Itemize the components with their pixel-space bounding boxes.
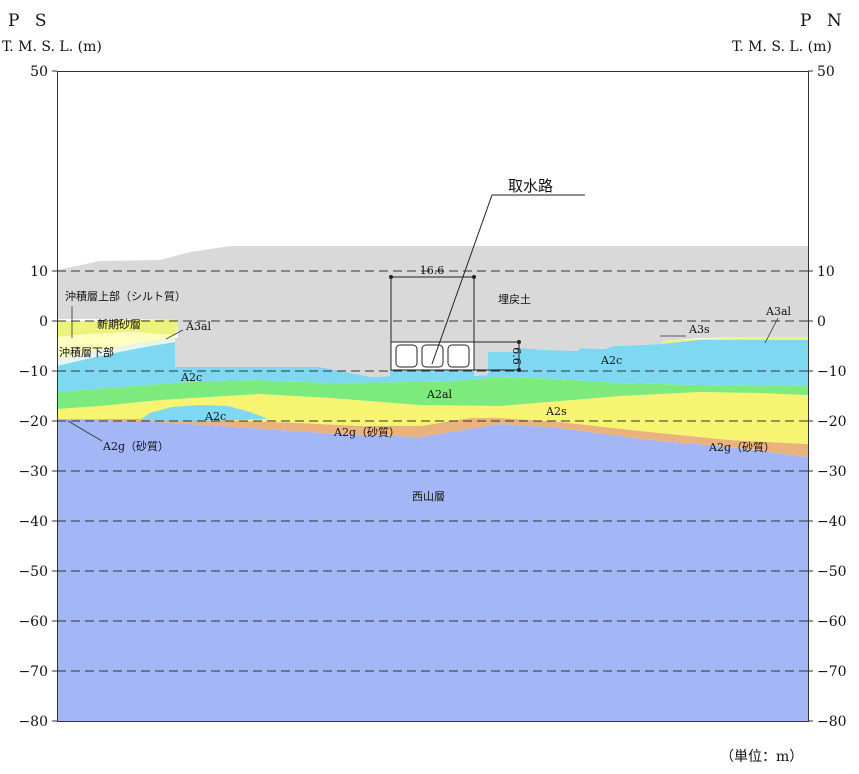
- left-tick-label: −40: [18, 514, 48, 530]
- intake-structure: 16.6 6.6 取水路: [389, 177, 585, 372]
- left-tick-label: −10: [18, 364, 48, 380]
- dimension-dot: [517, 340, 521, 344]
- structure-name-label: 取水路: [508, 177, 553, 195]
- culvert-cell: [421, 344, 444, 368]
- culvert-cell: [395, 344, 418, 368]
- a2g-left-label: A2g（砂質）: [102, 439, 169, 453]
- a2s-layer: [57, 392, 808, 444]
- height-dimension-label: 6.6: [510, 347, 523, 365]
- a3al-right-leader: [764, 317, 779, 344]
- right-tick-label: 0: [817, 314, 826, 330]
- a2c-right-label: A2c: [600, 354, 622, 367]
- left-tick-label: −50: [18, 564, 48, 580]
- nishiyama-label: 西山層: [412, 490, 445, 503]
- alluvium-lower-label: 沖積層下部: [59, 345, 114, 359]
- a2al-layer: [57, 377, 808, 409]
- right-tick-label: 10: [817, 264, 835, 280]
- a2g-right-label: A2g（砂質）: [708, 440, 775, 454]
- a2al-label: A2al: [426, 388, 453, 401]
- unit-note: （単位：m）: [720, 749, 803, 765]
- structure-leader-line: [431, 194, 585, 365]
- right-section-label: P N: [800, 11, 847, 31]
- left-axis-unit: T. M. S. L. (m): [2, 39, 102, 55]
- right-tick-label: 50: [817, 64, 835, 80]
- width-dimension-label: 16.6: [420, 264, 445, 277]
- fill-soil-layer: [57, 246, 808, 377]
- right-tick-label: −80: [817, 714, 847, 730]
- a3s-layer: [662, 337, 808, 344]
- left-tick-label: −20: [18, 414, 48, 430]
- alluvium-upper-label: 沖積層上部（シルト質）: [65, 289, 186, 303]
- left-tick-label: −60: [18, 614, 48, 630]
- left-tick-label: −30: [18, 464, 48, 480]
- left-tick-label: 50: [30, 64, 48, 80]
- left-section-label: P S: [8, 11, 52, 31]
- a2c-lens: [140, 405, 268, 421]
- right-tick-label: −70: [817, 664, 847, 680]
- a3al-left-leader: [165, 329, 184, 340]
- new-sand-label: 新期砂層: [97, 317, 141, 331]
- right-axis-ticks: 50 10 0 −10 −20 −30 −40 −50 −60 −70 −80: [817, 64, 847, 730]
- left-axis-ticks: 50 10 0 −10 −20 −30 −40 −50 −60 −70 −80: [18, 64, 48, 730]
- a2c-layer: [57, 338, 808, 392]
- a2c-lens-label: A2c: [204, 410, 226, 423]
- a2g-center-label: A2g（砂質）: [333, 425, 400, 439]
- a3al-left-layer: [57, 338, 175, 366]
- dimension-dot: [389, 275, 393, 279]
- tick-marks: [52, 70, 813, 722]
- right-tick-label: −20: [817, 414, 847, 430]
- culvert-cell: [447, 344, 470, 368]
- a2c-left-label: A2c: [180, 371, 202, 384]
- alluvium-lower-layer: [57, 332, 175, 358]
- a3al-right-label: A3al: [765, 305, 792, 318]
- right-tick-label: −50: [817, 564, 847, 580]
- left-tick-label: −70: [18, 664, 48, 680]
- a2g-left-leader: [67, 420, 103, 442]
- right-axis-unit: T. M. S. L. (m): [732, 39, 832, 55]
- new-sand-layer: [57, 319, 178, 337]
- fill-soil-label: 埋戻土: [498, 293, 531, 306]
- a2s-label: A2s: [545, 405, 567, 418]
- left-tick-label: −80: [18, 714, 48, 730]
- right-tick-label: −40: [817, 514, 847, 530]
- a3s-label: A3s: [688, 323, 710, 336]
- dimension-dot: [517, 368, 521, 372]
- right-tick-label: −10: [817, 364, 847, 380]
- dimension-dot: [472, 275, 476, 279]
- leader-lines: [67, 306, 779, 442]
- left-tick-label: 10: [30, 264, 48, 280]
- left-tick-label: 0: [39, 314, 48, 330]
- strata: [57, 246, 808, 722]
- right-tick-label: −60: [817, 614, 847, 630]
- layer-labels: 埋戻土 沖積層上部（シルト質） 新期砂層 沖積層下部 A3al A3al A3s…: [59, 289, 792, 503]
- right-tick-label: −30: [817, 464, 847, 480]
- nishiyama-layer: [57, 419, 808, 722]
- a3al-left-label: A3al: [185, 320, 212, 333]
- chart-frame: [57, 71, 809, 722]
- a2g-layer: [57, 418, 808, 457]
